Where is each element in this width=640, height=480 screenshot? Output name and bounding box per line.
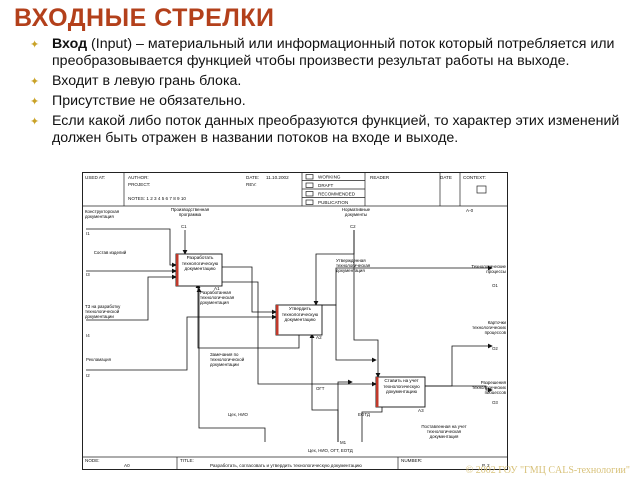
date2-label: DATE: [440, 175, 452, 180]
slide-title: ВХОДНЫЕ СТРЕЛКИ: [14, 4, 275, 32]
output-code: O2: [492, 346, 498, 351]
internal-label-approved: Утвержденная технологическая документаци…: [336, 258, 371, 273]
footer-node-value: A0: [124, 463, 130, 468]
footer-number-label: NUMBER:: [401, 458, 422, 463]
used-at-label: USED AT:: [85, 175, 105, 180]
block-a1-label: Разработать технологическую документацию: [181, 255, 219, 271]
output-label: Технологические процессы: [471, 264, 506, 274]
internal-label-eotd: ЕОТД: [358, 412, 370, 417]
input-code: I2: [86, 373, 90, 378]
control-code: C1: [181, 224, 187, 229]
project-label: PROJECT:: [128, 182, 150, 187]
date-label: DATE:: [246, 175, 259, 180]
status-working: WORKING: [318, 175, 341, 180]
status-draft: DRAFT: [318, 183, 334, 188]
input-label: Состав изделий: [93, 250, 127, 255]
internal-label-developed: Разработанная технологическая документац…: [200, 290, 235, 305]
input-label: Рекламация: [86, 357, 112, 362]
bullet-marker-icon: ✦: [30, 39, 40, 51]
author-label: AUTHOR:: [128, 175, 149, 180]
output-code: O1: [492, 283, 498, 288]
control-label: Производственная программа: [170, 207, 210, 217]
bullet-text: Присутствие не обязательно.: [52, 93, 246, 109]
mechanism-code: M1: [340, 440, 347, 445]
bullet-list: ✦ Вход (Input) – материальный или информ…: [30, 36, 630, 150]
bullet-marker-icon: ✦: [30, 76, 40, 88]
input-code: I3: [86, 272, 90, 277]
footer-title-value: Разработать, согласовать и утвердить тех…: [210, 463, 362, 468]
output-label: Разрешения технологических процессов: [472, 380, 506, 394]
input-code: I4: [86, 333, 90, 338]
block-a2-code: A2: [316, 335, 322, 340]
bullet-text: Если какой либо поток данных преобразуют…: [52, 113, 620, 146]
footer-title-label: TITLE:: [180, 458, 194, 463]
internal-label-remarks: Замечания по технологической документаци…: [210, 352, 245, 367]
bullet-marker-icon: ✦: [30, 96, 40, 108]
mechanism-label: Цех, НИО, ОГТ, ЕОТД: [308, 448, 353, 453]
bullet-item: ✦ Если какой либо поток данных преобразу…: [30, 113, 630, 147]
bullet-text: (Input) – материальный или информационны…: [52, 36, 615, 69]
idef0-diagram: USED AT: AUTHOR: PROJECT: NOTES: 1 2 3 4…: [82, 172, 508, 470]
bullet-item: ✦ Присутствие не обязательно.: [30, 93, 630, 110]
input-code: I1: [86, 231, 90, 236]
internal-label-registered: Поставленная на учет технологическая док…: [421, 424, 467, 439]
bullet-text: Входит в левую грань блока.: [52, 73, 242, 89]
reader-label: READER: [370, 175, 390, 180]
internal-label-ogt: ОГТ: [316, 386, 325, 391]
status-recommended: RECOMMENDED: [318, 192, 356, 197]
date-value: 11.10.2002: [266, 175, 289, 180]
internal-label-ceh-nio: Цех, НИО: [228, 412, 249, 417]
footer-node-label: NODE:: [85, 458, 100, 463]
block-a2: [275, 304, 323, 336]
input-label: ТЗ на разработку технологической докумен…: [85, 304, 121, 319]
copyright-footer: © 2002 ГОУ "ГМЦ CALS-технологии": [465, 465, 630, 476]
block-a3-code: A3: [418, 408, 424, 413]
input-label: Конструкторская документация: [85, 209, 120, 219]
bullet-item: ✦ Входит в левую грань блока.: [30, 73, 630, 90]
bullet-bold-term: Вход: [52, 36, 88, 52]
rev-label: REV:: [246, 182, 257, 187]
diagram-header: [82, 172, 508, 207]
control-label: Нормативные документы: [341, 207, 371, 217]
output-label: Карточки технологических процессов: [472, 320, 506, 335]
notes-label: NOTES: 1 2 3 4 5 6 7 8 9 10: [128, 196, 186, 201]
block-a2-label: Утвердить технологическую документацию: [281, 306, 319, 322]
bullet-marker-icon: ✦: [30, 116, 40, 128]
status-publication: PUBLICATION: [318, 200, 348, 205]
bullet-item: ✦ Вход (Input) – материальный или информ…: [30, 36, 630, 70]
output-code: O3: [492, 400, 498, 405]
page-code: A-0: [466, 208, 474, 213]
block-a3: [375, 376, 426, 408]
context-box-icon: [476, 185, 487, 194]
footer-number-value: P. 2: [482, 463, 490, 468]
control-code: C2: [350, 224, 356, 229]
block-a1-code: A1: [214, 286, 220, 291]
block-a3-label: Ставить на учет технологическую документ…: [383, 378, 420, 394]
context-label: CONTEXT:: [463, 175, 486, 180]
